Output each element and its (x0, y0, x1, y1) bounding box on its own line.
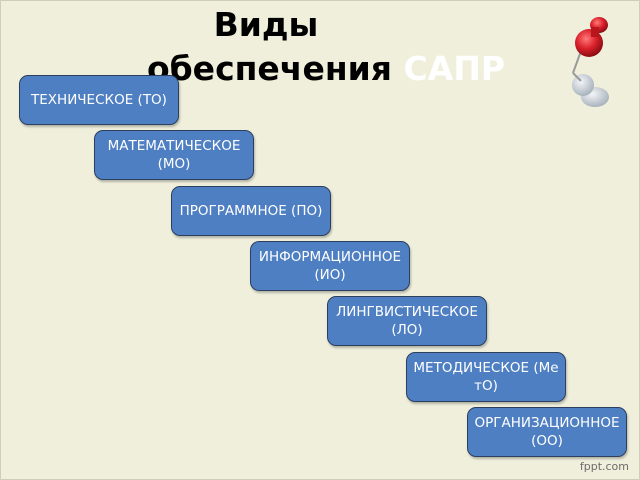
slide-title: Виды обеспечения САПР (91, 3, 561, 91)
box-organizational: ОРГАНИЗАЦИОННОЕ (ОО) (467, 407, 627, 457)
box-label: ЛИНГВИСТИЧЕСКОЕ (ЛО) (336, 304, 478, 338)
box-methodical: МЕТОДИЧЕСКОЕ (МетО) (406, 352, 566, 402)
box-mathematical: МАТЕМАТИЧЕСКОЕ (МО) (94, 130, 254, 180)
box-label: МЕТОДИЧЕСКОЕ (МетО) (413, 360, 559, 394)
watermark: fppt.com (579, 460, 629, 473)
box-label: МАТЕМАТИЧЕСКОЕ (МО) (107, 138, 241, 172)
box-linguistic: ЛИНГВИСТИЧЕСКОЕ (ЛО) (327, 296, 487, 346)
box-label: ИНФОРМАЦИОННОЕ (ИО) (258, 249, 402, 283)
box-label: ПРОГРАММНОЕ (ПО) (179, 203, 323, 219)
box-technical: ТЕХНИЧЕСКОЕ (ТО) (19, 75, 179, 125)
box-informational: ИНФОРМАЦИОННОЕ (ИО) (250, 241, 410, 291)
title-line2-accent: САПР (403, 49, 506, 88)
box-software: ПРОГРАММНОЕ (ПО) (171, 186, 331, 236)
box-label: ТЕХНИЧЕСКОЕ (ТО) (31, 92, 167, 108)
title-line1: Виды (213, 5, 319, 44)
box-label: ОРГАНИЗАЦИОННОЕ (ОО) (474, 415, 620, 449)
push-pin-icon (572, 17, 609, 107)
title-line2-main: обеспечения (146, 49, 404, 88)
